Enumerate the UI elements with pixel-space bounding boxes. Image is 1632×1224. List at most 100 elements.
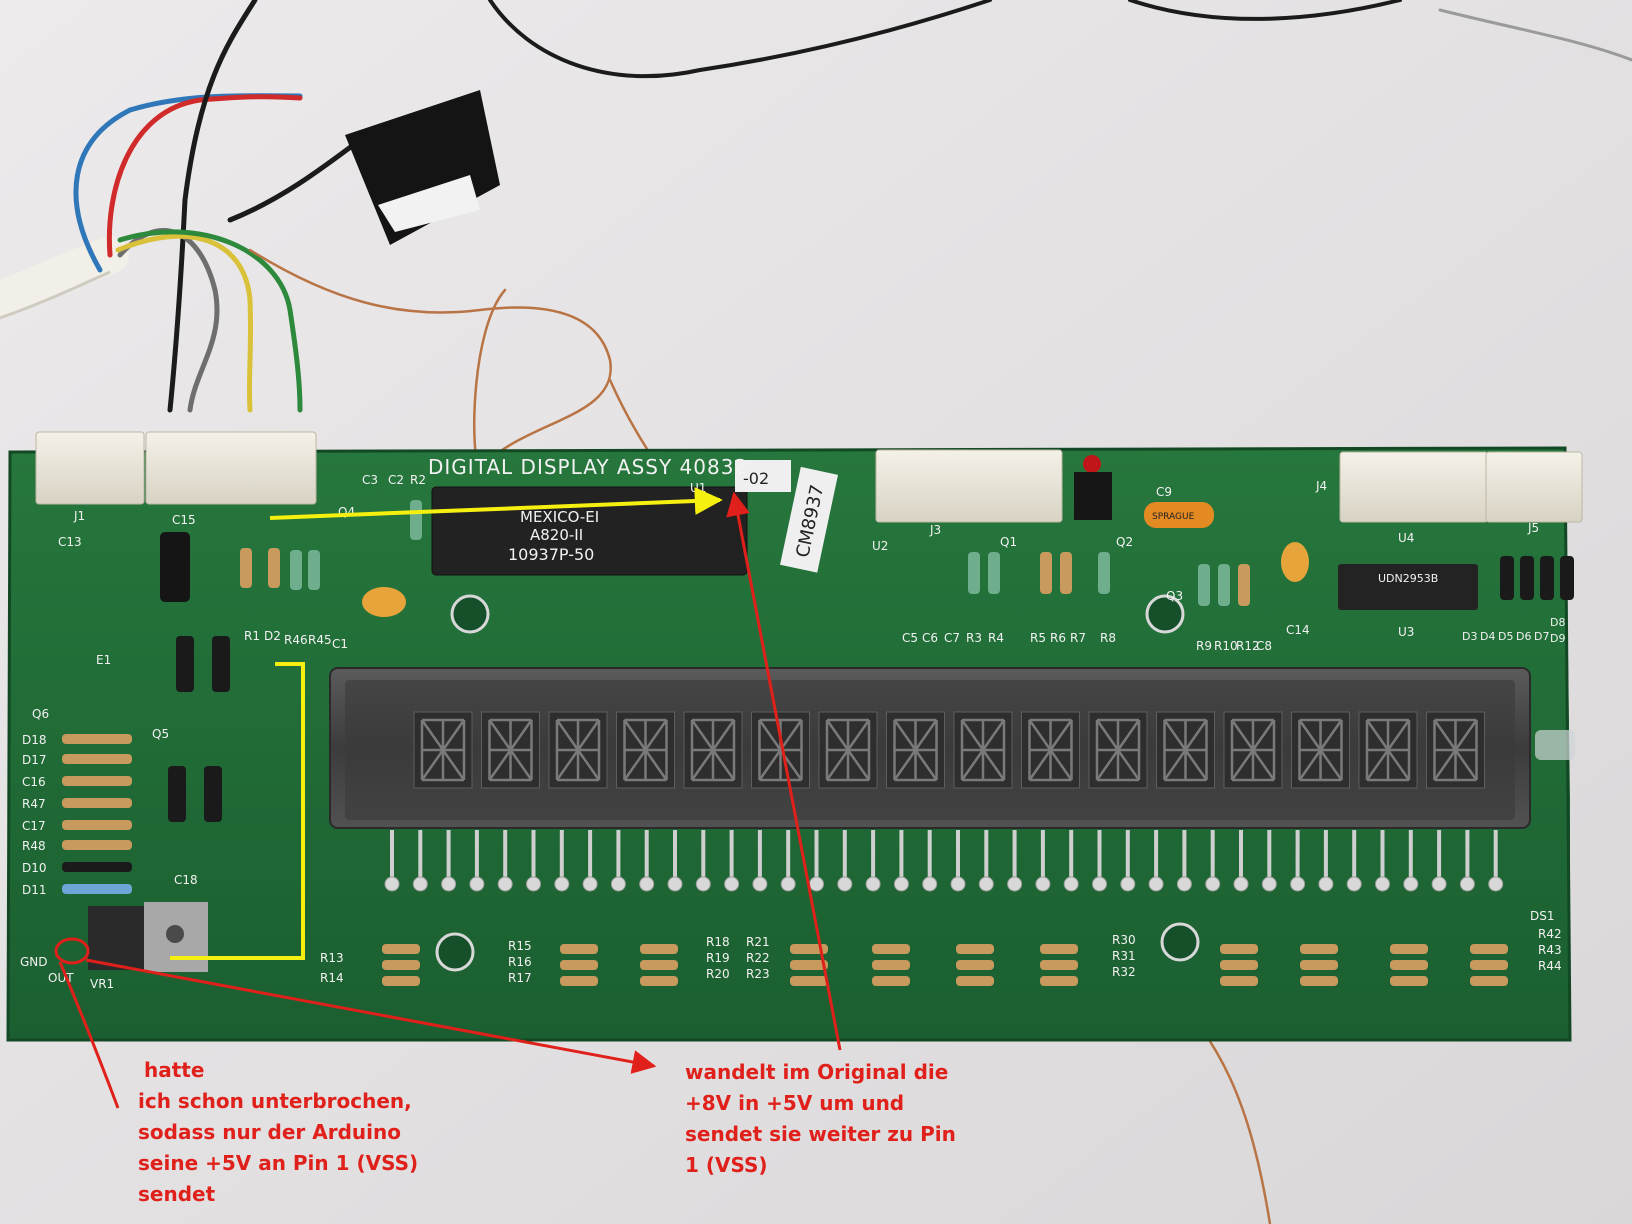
label-c8: C8: [1256, 639, 1272, 653]
label-r18: R18: [706, 935, 730, 949]
label-r30: R30: [1112, 933, 1136, 947]
label-d17: D17: [22, 753, 47, 767]
resistor-bank: [1390, 944, 1428, 986]
led: [1083, 455, 1101, 473]
label-c18: C18: [174, 873, 198, 887]
vfd-pin: [724, 830, 740, 892]
vfd-pin: [1063, 830, 1079, 892]
vfd-digit: [1156, 711, 1215, 789]
red-arrow-up: [726, 491, 842, 1051]
connector-j3: [875, 449, 1063, 523]
vfd-pin: [639, 830, 655, 892]
label-r8: R8: [1100, 631, 1116, 645]
vfd-digit: [1021, 711, 1080, 789]
chip-u3-label: UDN2953B: [1378, 572, 1438, 585]
label-r22: R22: [746, 951, 770, 965]
label-c3: C3: [362, 473, 378, 487]
label-r43: R43: [1538, 943, 1562, 957]
chip-u3: UDN2953B: [1338, 564, 1478, 610]
resistor-bank: [790, 944, 828, 986]
vfd-digit: [413, 711, 473, 789]
ir-receiver: [1074, 472, 1112, 520]
label-d6: D6: [1516, 630, 1531, 643]
capacitor-c15: [160, 532, 190, 602]
label-r13: R13: [320, 951, 344, 965]
label-r10: R10: [1214, 639, 1238, 653]
vfd-pin: [1459, 830, 1475, 892]
label-ds1: DS1: [1530, 909, 1555, 923]
vfd-pin: [1007, 830, 1023, 892]
vfd-pin: [1176, 830, 1192, 892]
annotation-right-line: +8V in +5V um und: [685, 1091, 905, 1115]
label-r44: R44: [1538, 959, 1562, 973]
capacitor-c9: SPRAGUE: [1144, 502, 1214, 528]
connector-j5: [1485, 451, 1583, 523]
red-line-left-down: [58, 961, 120, 1109]
vfd-pin: [1488, 830, 1504, 892]
label-d9: D9: [1550, 632, 1565, 645]
vfd-pin: [752, 830, 768, 892]
sticker-serial: [780, 466, 839, 573]
annotation-left-note: hatte ich schon unterbrochen, sodass nur…: [138, 1055, 518, 1210]
label-c7: C7: [944, 631, 960, 645]
label-c13: C13: [58, 535, 82, 549]
resistor-bank: [382, 944, 420, 986]
vfd-pin: [412, 830, 428, 892]
vfd-pins: [384, 830, 1504, 892]
vfd-digit: [886, 711, 945, 789]
vfd-pin: [1092, 830, 1107, 892]
label-d4: D4: [1480, 630, 1495, 643]
vfd-pin: [1290, 830, 1306, 892]
resistor-bank: [1300, 944, 1338, 986]
sticker-02-label: -02: [743, 469, 769, 488]
annotation-right-line: wandelt im Original die: [685, 1060, 949, 1084]
vfd-digit: [1088, 711, 1148, 789]
annotation-left-line: seine +5V an Pin 1 (VSS): [138, 1151, 419, 1175]
annotation-right-line: 1 (VSS): [685, 1153, 768, 1177]
white-cable: [0, 236, 129, 319]
bottom-resistor-banks: [382, 944, 1508, 986]
label-j1: J1: [73, 509, 85, 523]
vfd-pin: [582, 830, 598, 892]
label-j4: J4: [1315, 479, 1327, 493]
label-q2: Q2: [1116, 535, 1133, 549]
label-r2: R2: [410, 473, 426, 487]
label-r46: R46: [284, 633, 308, 647]
label-c14: C14: [1286, 623, 1310, 637]
vfd-pin: [1205, 830, 1221, 892]
label-r16: R16: [508, 955, 532, 969]
vfd-pin: [1120, 830, 1136, 892]
vfd-digit: [481, 711, 540, 789]
vfd-digits: [413, 711, 1485, 789]
vfd-digit: [1291, 711, 1350, 789]
annotation-left-line: sendet: [138, 1182, 216, 1206]
vfd-pin: [922, 830, 938, 892]
label-d10: D10: [22, 861, 47, 875]
vfd-pin: [837, 830, 853, 892]
chip-u1-label-2: A820-II: [530, 526, 583, 544]
vfd-digit: [548, 711, 608, 789]
capacitor-c14: [1281, 542, 1309, 582]
label-q5: Q5: [152, 727, 169, 741]
annotation-right-line: sendet sie weiter zu Pin: [685, 1122, 956, 1146]
label-r48: R48: [22, 839, 46, 853]
label-r31: R31: [1112, 949, 1136, 963]
label-r15: R15: [508, 939, 532, 953]
wires: [73, 0, 1632, 1224]
vfd-pin: [1148, 830, 1164, 892]
label-r32: R32: [1112, 965, 1136, 979]
label-d5: D5: [1498, 630, 1513, 643]
red-circle-out-pin: [54, 937, 90, 965]
label-r5: R5: [1030, 631, 1046, 645]
label-u3: U3: [1398, 625, 1414, 639]
left-components: [62, 636, 230, 894]
yellow-annotation-trace: [170, 487, 723, 960]
vfd-digit: [683, 711, 743, 789]
vfd-pin: [667, 830, 683, 892]
label-u1: U1: [690, 481, 706, 495]
vfd-pin: [865, 830, 881, 892]
label-r1: R1: [244, 629, 260, 643]
chip-u1-label-1: 10937P-50: [508, 545, 594, 564]
vfd-digit: [1426, 711, 1485, 789]
vfd-digit: [616, 711, 675, 789]
